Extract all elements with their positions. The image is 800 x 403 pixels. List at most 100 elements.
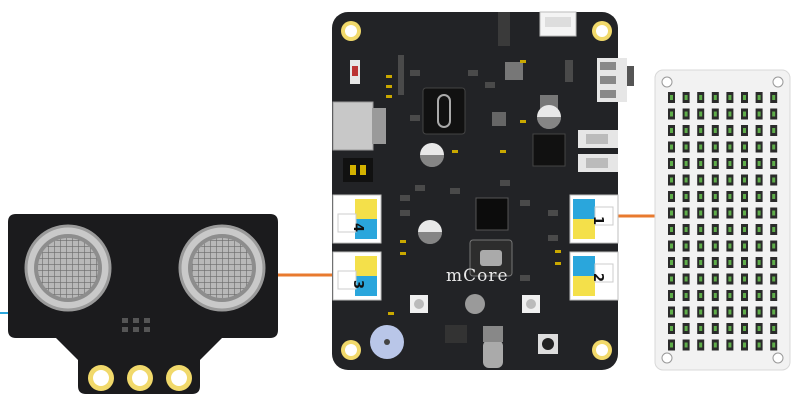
led-dot [728, 128, 732, 133]
led-dot [684, 194, 688, 199]
board-brand-label: mCore [446, 266, 509, 286]
led-dot [772, 177, 776, 183]
led-dot [713, 194, 717, 199]
led-dot [743, 342, 746, 348]
led-dot [743, 144, 746, 150]
port-1: 1 [569, 194, 619, 244]
svg-text:2: 2 [590, 273, 605, 282]
ultrasonic-transducer-right [178, 224, 266, 312]
led-dot [713, 161, 717, 166]
led-dot [684, 111, 688, 117]
led-dot [684, 95, 688, 100]
led-dot [757, 111, 761, 117]
led-dot [743, 95, 746, 100]
led-matrix [654, 69, 791, 371]
sensor-mounting-holes [88, 365, 192, 391]
led-dot [670, 326, 673, 331]
led-dot [772, 227, 776, 232]
led-dot [772, 243, 776, 249]
led-dot [743, 128, 746, 133]
led-dot [772, 144, 776, 150]
led-dot [713, 111, 717, 117]
led-dot [713, 177, 717, 183]
led-dot [757, 276, 761, 282]
led-dot [684, 342, 688, 348]
led-dot [699, 260, 703, 265]
port-3: 3 [332, 251, 382, 301]
led-dot [670, 210, 673, 216]
led-matrix-board [654, 69, 791, 371]
led-dot [728, 227, 732, 232]
led-dot [713, 276, 717, 282]
led-dot [699, 342, 703, 348]
led-dot [728, 177, 732, 183]
led-dot [772, 128, 776, 133]
led-dot [728, 309, 732, 315]
led-dot [772, 210, 776, 216]
led-dot [699, 128, 703, 133]
led-dot [684, 128, 688, 133]
led-dot [743, 326, 746, 331]
led-dot [699, 161, 703, 166]
led-dot [728, 342, 732, 348]
led-dot [728, 276, 732, 282]
led-dot [728, 293, 732, 298]
led-dot [699, 243, 703, 249]
mcore-board: mCore 4 3 1 2 [332, 11, 634, 370]
led-dot [728, 161, 732, 166]
led-dot [743, 177, 746, 183]
led-dot [670, 342, 673, 348]
led-dot [670, 276, 673, 282]
led-dot [772, 342, 776, 348]
led-dot [728, 260, 732, 265]
led-dot [713, 128, 717, 133]
led-dot [684, 210, 688, 216]
led-dot [699, 309, 703, 315]
led-dot [684, 243, 688, 249]
led-dot [713, 210, 717, 216]
led-dot [670, 260, 673, 265]
led-dot [757, 95, 761, 100]
led-dot [670, 293, 673, 298]
led-dot [757, 144, 761, 150]
svg-text:3: 3 [350, 280, 365, 289]
port-4: 4 [332, 194, 382, 244]
led-dot [743, 227, 746, 232]
led-dot [670, 111, 673, 117]
led-dot [699, 111, 703, 117]
led-dot [728, 95, 732, 100]
led-dot [699, 194, 703, 199]
led-dot [713, 243, 717, 249]
led-dot [670, 128, 673, 133]
led-dot [699, 326, 703, 331]
led-dot [684, 177, 688, 183]
led-dot [699, 276, 703, 282]
led-dot [757, 227, 761, 232]
led-dot [743, 210, 746, 216]
svg-text:1: 1 [590, 216, 605, 225]
led-dot [713, 227, 717, 232]
led-dot [699, 95, 703, 100]
led-dot [728, 326, 732, 331]
led-dot [713, 342, 717, 348]
led-dot [772, 260, 776, 265]
led-dot [728, 144, 732, 150]
led-dot [757, 243, 761, 249]
led-dot [699, 227, 703, 232]
led-dot [670, 144, 673, 150]
board-mounting-holes [341, 21, 612, 360]
led-dot [728, 194, 732, 199]
led-dot [743, 194, 746, 199]
led-dot [743, 309, 746, 315]
ultrasonic-transducer-left [24, 224, 112, 312]
led-dot [757, 342, 761, 348]
mcore-board-pcb [332, 12, 618, 370]
led-dot [772, 194, 776, 199]
led-dot [670, 177, 673, 183]
svg-text:4: 4 [350, 223, 365, 232]
port-2: 2 [569, 251, 619, 301]
led-dot [772, 161, 776, 166]
led-dot [728, 243, 732, 249]
led-dot [743, 111, 746, 117]
